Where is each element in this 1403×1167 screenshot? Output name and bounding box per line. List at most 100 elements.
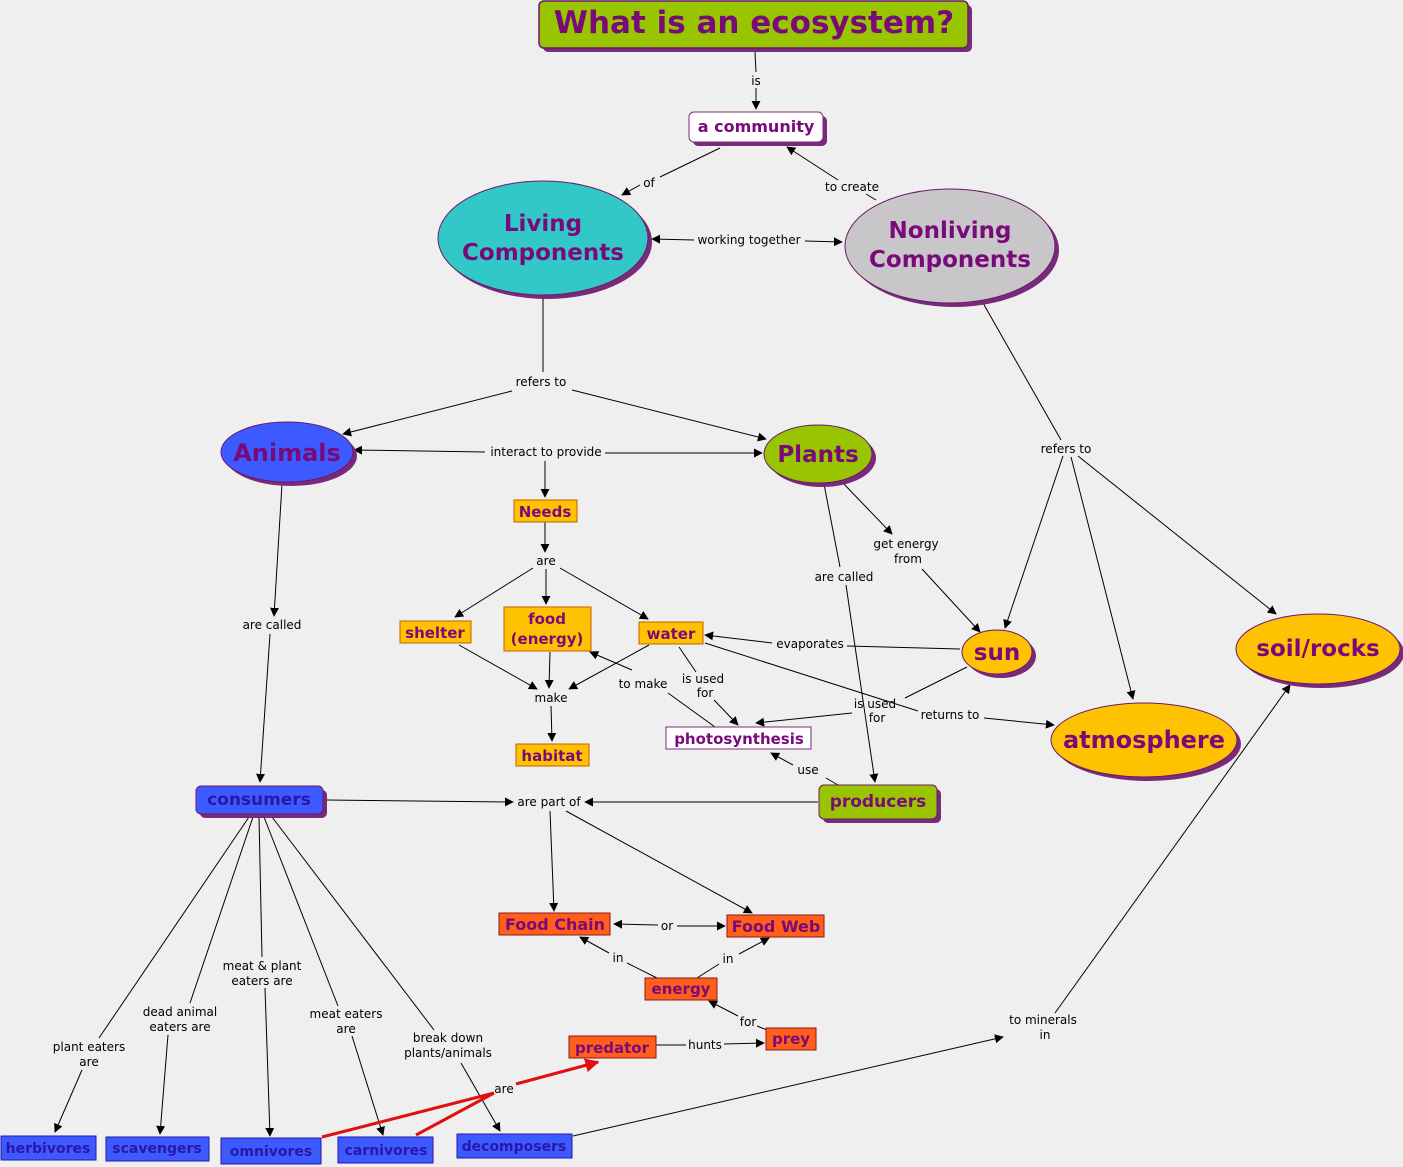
link-to-create: to create xyxy=(825,180,879,194)
node-community[interactable]: a community xyxy=(688,111,827,146)
animals-text: Animals xyxy=(233,439,341,467)
link-break-down-2: plants/animals xyxy=(404,1046,492,1060)
node-energy[interactable]: energy xyxy=(644,977,718,1001)
decomposers-text: decomposers xyxy=(462,1139,567,1155)
node-carnivores[interactable]: carnivores xyxy=(337,1136,434,1164)
link-labels: is of to create working together refers … xyxy=(53,74,1092,1096)
link-used-for-water-2: for xyxy=(697,686,714,700)
omnivores-text: omnivores xyxy=(230,1144,312,1160)
link-used-for-sun-1: is used xyxy=(854,697,896,711)
link-evaporates: evaporates xyxy=(776,637,843,651)
link-refers-to-nonliving: refers to xyxy=(1041,442,1092,456)
link-dead-animal-1: dead animal xyxy=(143,1005,217,1019)
atmosphere-text: atmosphere xyxy=(1063,726,1225,754)
link-are-predator: are xyxy=(494,1082,513,1096)
node-shelter[interactable]: shelter xyxy=(399,620,472,644)
node-food[interactable]: food (energy) xyxy=(503,606,592,652)
nonliving-line-2: Components xyxy=(869,247,1031,273)
link-use: use xyxy=(797,763,818,777)
living-line-1: Living xyxy=(504,211,582,237)
photosynthesis-text: photosynthesis xyxy=(674,730,804,748)
producers-text: producers xyxy=(830,792,927,812)
node-prey[interactable]: prey xyxy=(765,1027,817,1051)
consumers-text: consumers xyxy=(207,790,311,810)
node-food-chain[interactable]: Food Chain xyxy=(498,912,611,936)
link-used-for-water-1: is used xyxy=(682,672,724,686)
food-line-1: food xyxy=(528,610,566,628)
node-decomposers[interactable]: decomposers xyxy=(456,1133,573,1159)
link-to-make: to make xyxy=(619,677,668,691)
node-scavengers[interactable]: scavengers xyxy=(105,1136,210,1162)
link-plant-eaters-1: plant eaters xyxy=(53,1040,125,1054)
link-or: or xyxy=(661,919,673,933)
title-text: What is an ecosystem? xyxy=(554,5,954,41)
node-needs[interactable]: Needs xyxy=(513,499,578,523)
node-title[interactable]: What is an ecosystem? xyxy=(538,0,972,52)
link-are-needs: are xyxy=(536,554,555,568)
link-interact-to-provide: interact to provide xyxy=(490,445,601,459)
node-predator[interactable]: predator xyxy=(568,1035,657,1059)
node-consumers[interactable]: consumers xyxy=(195,785,327,818)
link-of: of xyxy=(643,176,655,190)
habitat-text: habitat xyxy=(521,747,582,765)
link-working-together: working together xyxy=(697,233,800,247)
prey-text: prey xyxy=(772,1030,810,1048)
node-water[interactable]: water xyxy=(638,621,704,645)
needs-text: Needs xyxy=(519,503,572,521)
link-for: for xyxy=(740,1015,757,1029)
node-soil-rocks[interactable]: soil/rocks xyxy=(1235,613,1403,688)
node-habitat[interactable]: habitat xyxy=(515,743,590,767)
node-nonliving-components[interactable]: Nonliving Components xyxy=(844,188,1059,307)
food-web-text: Food Web xyxy=(732,917,821,936)
carnivores-text: carnivores xyxy=(345,1143,428,1159)
link-are-called-plants: are called xyxy=(815,570,874,584)
food-line-2: (energy) xyxy=(511,630,584,648)
link-dead-animal-2: eaters are xyxy=(149,1020,210,1034)
node-omnivores[interactable]: omnivores xyxy=(220,1137,322,1165)
link-get-energy-1: get energy xyxy=(873,537,938,551)
edges xyxy=(54,51,1291,1139)
node-living-components[interactable]: Living Components xyxy=(437,180,652,299)
link-make: make xyxy=(535,691,568,705)
node-herbivores[interactable]: herbivores xyxy=(0,1135,97,1161)
link-break-down-1: break down xyxy=(413,1031,483,1045)
energy-text: energy xyxy=(652,980,711,998)
link-are-part-of: are part of xyxy=(517,795,581,809)
community-text: a community xyxy=(698,117,815,136)
link-in-web: in xyxy=(723,952,734,966)
link-are-called-animals: are called xyxy=(243,618,302,632)
nonliving-line-1: Nonliving xyxy=(889,218,1012,244)
node-sun[interactable]: sun xyxy=(961,629,1036,678)
node-atmosphere[interactable]: atmosphere xyxy=(1050,702,1241,781)
node-food-web[interactable]: Food Web xyxy=(726,914,825,938)
link-plant-eaters-2: are xyxy=(79,1055,98,1069)
link-returns-to: returns to xyxy=(921,708,980,722)
link-to-minerals-1: to minerals xyxy=(1009,1013,1077,1027)
link-is: is xyxy=(751,74,761,88)
link-meat-plant-2: eaters are xyxy=(231,974,292,988)
node-photosynthesis[interactable]: photosynthesis xyxy=(665,726,812,750)
link-meat-plant-1: meat & plant xyxy=(223,959,302,973)
living-line-2: Components xyxy=(462,240,624,266)
predator-text: predator xyxy=(575,1039,650,1057)
soil-text: soil/rocks xyxy=(1256,636,1379,662)
link-hunts: hunts xyxy=(688,1038,722,1052)
node-plants[interactable]: Plants xyxy=(763,424,876,487)
herbivores-text: herbivores xyxy=(6,1141,91,1157)
sun-text: sun xyxy=(974,640,1020,666)
shelter-text: shelter xyxy=(405,624,465,642)
link-get-energy-2: from xyxy=(894,552,922,566)
water-text: water xyxy=(647,625,696,643)
food-chain-text: Food Chain xyxy=(505,915,605,934)
link-in-chain: in xyxy=(613,951,624,965)
link-meat-eaters-2: are xyxy=(336,1022,355,1036)
link-used-for-sun-2: for xyxy=(869,711,886,725)
link-meat-eaters-1: meat eaters xyxy=(310,1007,383,1021)
node-animals[interactable]: Animals xyxy=(220,421,357,486)
scavengers-text: scavengers xyxy=(112,1141,201,1157)
plants-text: Plants xyxy=(777,442,858,468)
link-to-minerals-2: in xyxy=(1040,1028,1051,1042)
link-refers-to-living: refers to xyxy=(516,375,567,389)
node-producers[interactable]: producers xyxy=(818,784,941,823)
